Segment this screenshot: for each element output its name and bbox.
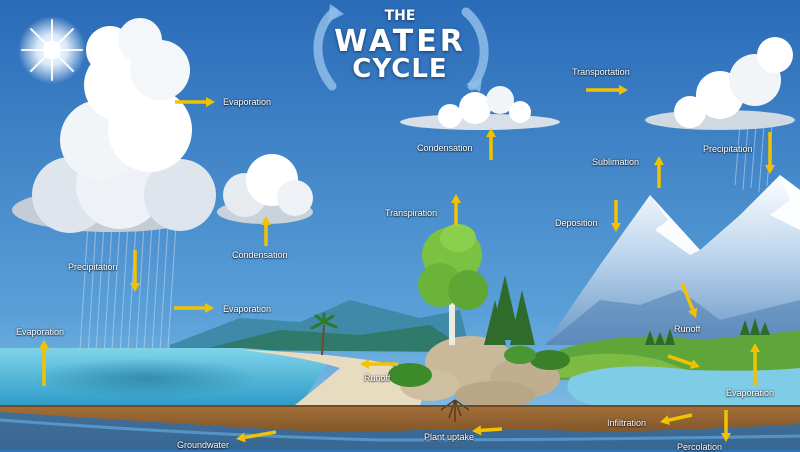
label-condensation-left: Condensation — [232, 250, 288, 260]
title-cycle: CYCLE — [340, 54, 460, 84]
label-transpiration: Transpiration — [385, 208, 437, 218]
label-plant-uptake: Plant uptake — [424, 432, 474, 442]
label-transportation: Transportation — [572, 67, 630, 77]
sun-icon — [18, 16, 86, 84]
label-runoff-center: Runoff — [364, 373, 390, 383]
cloud-shadow — [30, 358, 260, 398]
label-percolation: Percolation — [677, 442, 722, 452]
label-evaporation-cloud: Evaporation — [223, 97, 271, 107]
label-infiltration: Infiltration — [607, 418, 646, 428]
label-evaporation-sea: Evaporation — [16, 327, 64, 337]
label-condensation-center: Condensation — [417, 143, 473, 153]
label-evaporation-left: Evaporation — [223, 304, 271, 314]
label-groundwater: Groundwater — [177, 440, 229, 450]
label-precipitation-right: Precipitation — [703, 144, 753, 154]
label-sublimation: Sublimation — [592, 157, 639, 167]
label-deposition: Deposition — [555, 218, 598, 228]
title-the: THE — [365, 8, 435, 24]
label-evaporation-lake: Evaporation — [726, 388, 774, 398]
lake — [568, 366, 800, 405]
label-precipitation-left: Precipitation — [68, 262, 118, 272]
label-runoff-mountain: Runoff — [674, 324, 700, 334]
